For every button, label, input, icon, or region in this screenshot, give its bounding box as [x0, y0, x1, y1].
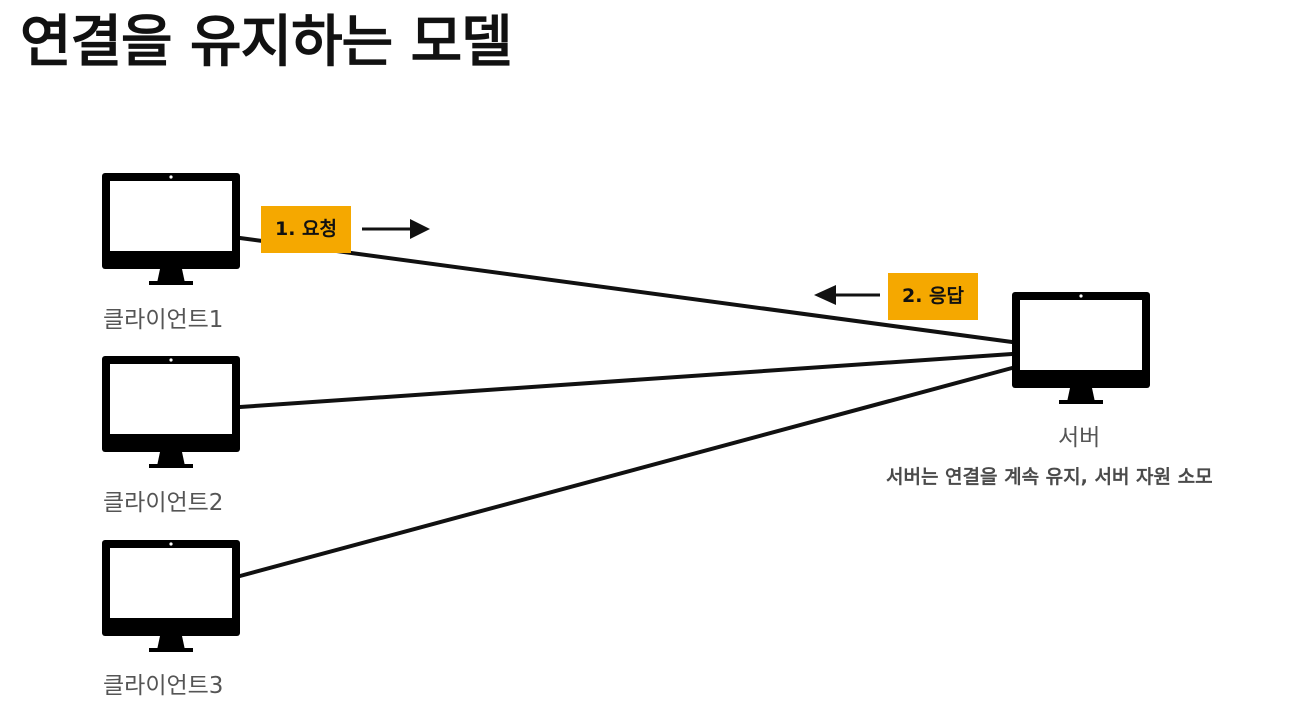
- client2-monitor-icon: [102, 356, 240, 468]
- page-title: 연결을 유지하는 모델: [20, 10, 513, 75]
- response-tag: 2. 응답: [888, 273, 979, 320]
- connection-line-client3: [238, 366, 1014, 578]
- client1-label: 클라이언트1: [103, 307, 224, 333]
- connection-line-client2: [238, 352, 1014, 409]
- client1-monitor-icon: [102, 173, 240, 285]
- client3-label: 클라이언트3: [103, 673, 224, 699]
- request-arrow: [362, 219, 430, 239]
- connection-line-client1: [238, 236, 1014, 344]
- request-tag: 1. 요청: [261, 206, 352, 253]
- client3-monitor-icon: [102, 540, 240, 652]
- server-note: 서버는 연결을 계속 유지, 서버 자원 소모: [886, 466, 1213, 488]
- server-label: 서버: [1058, 425, 1101, 451]
- response-arrow: [814, 285, 880, 305]
- client2-label: 클라이언트2: [103, 490, 224, 516]
- server-monitor-icon: [1012, 292, 1150, 404]
